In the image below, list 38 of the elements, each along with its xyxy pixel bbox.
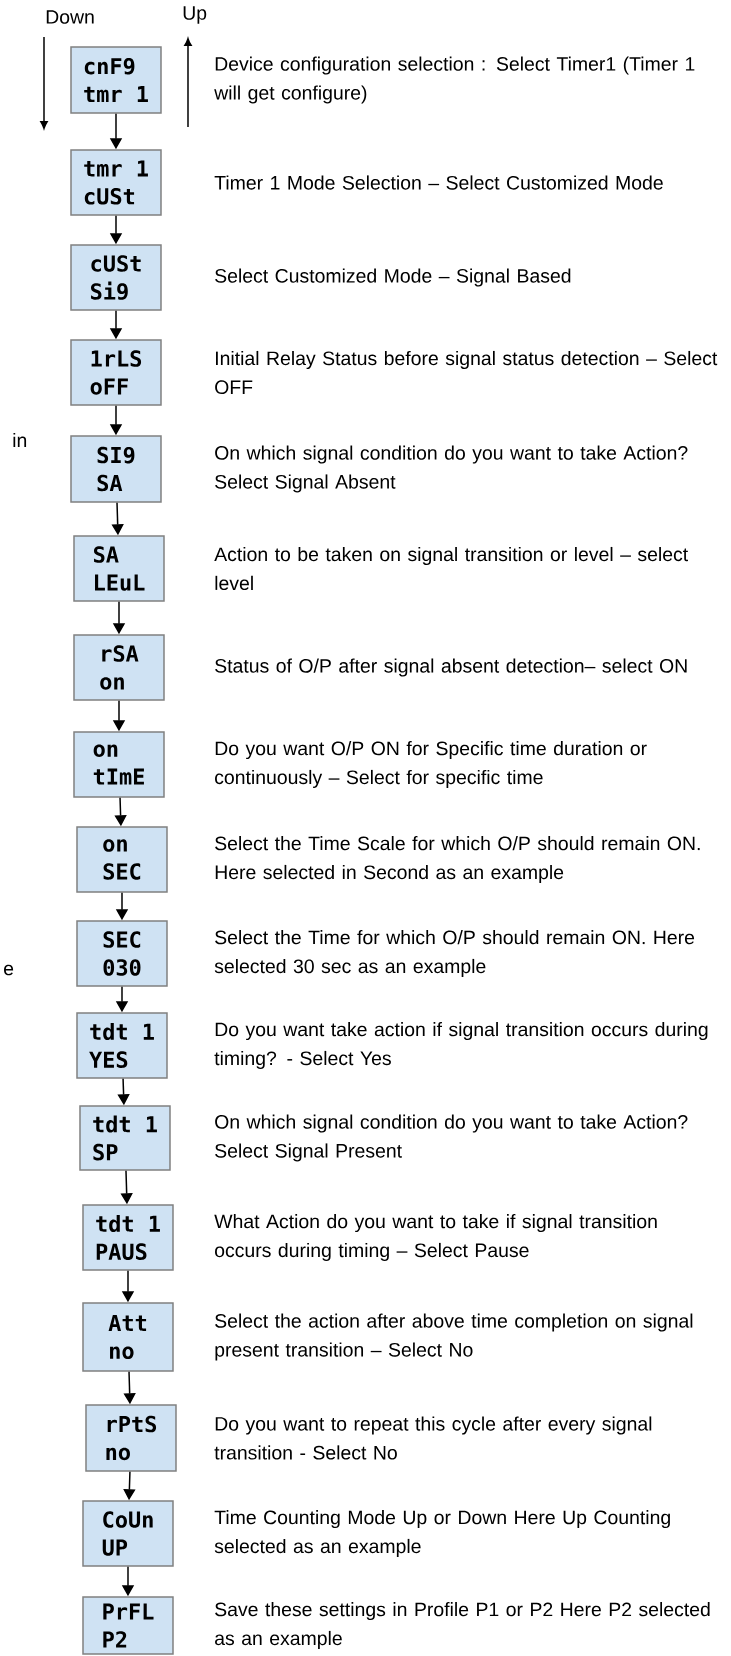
display-box: PrFL P2 [82,1596,174,1655]
display-box: tmr 1 cUSt [70,149,162,216]
description-text: Save these settings in Profile P1 or P2 Here P2 selected as an example [215,1602,710,1649]
description-text: Select the action after above time completion on signal present transition – Select No [215,1313,693,1361]
display-box: on SEC [76,826,168,893]
description-text: Timer 1 Mode Selection – Select Customized Mode [214,175,663,190]
display-box: rSA on [73,634,165,701]
display-box: tdt 1 YES [76,1012,168,1079]
display-box: on tImE [73,731,165,798]
description-text: Status of O/P after signal absent detection– select ON [215,658,687,677]
description-text: Time Counting Mode Up or Down Here Up Counting selected as an example [214,1510,670,1557]
display-box: tdt 1 SP [79,1105,171,1171]
display-box: rPtS no [85,1404,177,1472]
display-box: 1rLS oFF [70,339,162,406]
direction-label: Down [46,10,94,24]
text-fragment: in [13,432,27,448]
description-text: Do you want to repeat this cycle after every signal transition - Select No [214,1416,652,1460]
description-text: Do you want O/P ON for Specific time duration or continuously – Select for specific time [215,741,647,788]
description-text: On which signal condition do you want to take Action? Select Signal Absent [215,445,688,493]
display-box: CoUn UP [82,1500,174,1567]
description-text: Initial Relay Status before signal status detection – Select OFF [215,350,718,395]
display-box: cnF9 tmr 1 [70,46,162,114]
description-text: Select the Time Scale for which O/P should remain ON. Here selected in Second as an example [215,836,700,883]
display-box: Att no [82,1302,174,1372]
display-box: SEC 030 [76,920,168,987]
direction-label: Up [183,6,207,24]
description-text: Select Customized Mode – Signal Based [215,268,571,287]
display-box: tdt 1 PAUS [82,1204,174,1271]
description-text: Do you want take action if signal transition occurs during timing? - Select Yes [214,1022,708,1069]
display-box: SI9 SA [70,435,162,503]
text-fragment: e [4,964,14,976]
description-text: What Action do you want to take if signal transition occurs during timing – Select Pause [214,1214,657,1261]
description-text: On which signal condition do you want to take Action? Select Signal Present [215,1114,688,1162]
display-box: cUSt Si9 [70,244,162,311]
description-text: Action to be taken on signal transition or level – select level [214,546,688,591]
description-text: Device configuration selection : Select Timer1 (Timer 1 will get configure) [214,56,695,104]
display-box: SA LEuL [73,535,165,602]
description-text: Select the Time for which O/P should remain ON. Here selected 30 sec as an example [214,930,695,977]
